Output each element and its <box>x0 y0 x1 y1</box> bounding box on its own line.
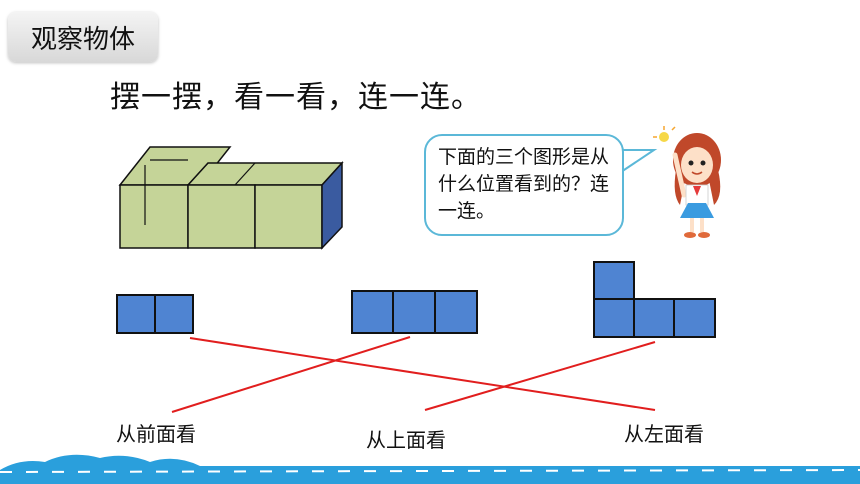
connector-lines <box>171 336 656 413</box>
block-front-face-2 <box>187 184 256 249</box>
connector-l-shape-to-top <box>424 341 656 411</box>
instruction-text: 摆一摆，看一看，连一连。 <box>110 80 482 115</box>
speech-bubble: 下面的三个图形是从什么位置看到的？连一连。 <box>424 134 624 236</box>
speech-bubble-tail <box>618 149 658 174</box>
view-label-front: 从前面看 <box>116 422 196 446</box>
block-side-face <box>321 161 343 250</box>
connector-three-squares-to-front <box>171 336 411 413</box>
bottom-wave-decoration <box>0 454 860 484</box>
speech-bubble-text: 下面的三个图形是从什么位置看到的？连一连。 <box>438 146 610 222</box>
block-front-face-1 <box>119 184 189 249</box>
view-shape-l-shape <box>593 261 716 338</box>
block-model <box>118 146 344 250</box>
connector-two-squares-to-left <box>189 337 656 411</box>
girl-character-illustration <box>653 126 721 238</box>
block-top-face-front <box>186 162 344 186</box>
view-shape-two-squares <box>116 294 194 334</box>
view-label-top: 从上面看 <box>366 428 446 452</box>
block-front-face-3 <box>254 184 323 249</box>
lesson-title-badge: 观察物体 <box>8 12 158 62</box>
view-label-left: 从左面看 <box>624 422 704 446</box>
view-shape-three-squares <box>351 290 478 334</box>
lesson-title: 观察物体 <box>30 24 135 55</box>
